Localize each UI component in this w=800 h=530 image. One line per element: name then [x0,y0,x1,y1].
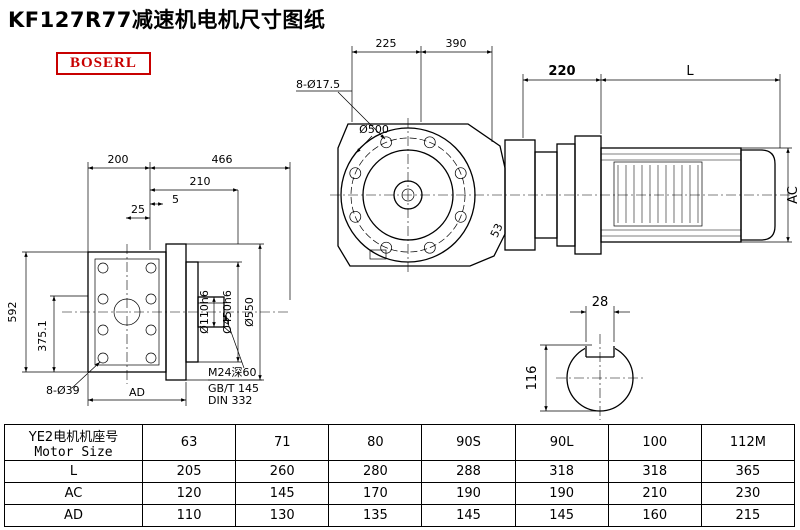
front-view: 225 390 8-Ø17.5 Ø500 53 [296,37,506,274]
table-cell: 230 [700,482,796,505]
table-header-size: 112M [700,424,796,461]
bolt-circle [350,137,466,253]
stator-section [613,161,703,227]
table-cell: 190 [421,482,516,505]
thread-note-label: M24深60 [208,366,257,379]
table-row-label: AC [4,482,143,505]
stator-hatch [617,165,699,223]
table-cell: 365 [700,460,796,483]
table-cell: 160 [607,504,702,527]
key-width-label: 28 [592,295,609,310]
dim-5-label: 5 [172,193,179,206]
table-row-L: L 205 260 280 288 318 318 365 [4,460,796,483]
dim-L-label: L [686,64,694,79]
dim-390-label: 390 [446,37,467,50]
table-cell: 145 [421,504,516,527]
technical-drawing: 225 390 8-Ø17.5 Ø500 53 [6,37,800,420]
table-cell: 190 [514,482,609,505]
table-header-size: 90S [421,424,516,461]
table-row-AD: AD 110 130 135 145 145 160 215 [4,504,796,527]
dim-375-label: 375.1 [36,320,49,352]
motor-size-table: YE2电机机座号 Motor Size 63 71 80 90S 90L 100… [4,424,796,527]
table-cell: 110 [141,504,237,527]
dim-210-label: 210 [190,175,211,188]
dim-220-label: 220 [548,64,575,79]
table-cell: 145 [235,482,330,505]
dim-AD-label: AD [129,386,145,399]
table-cell: 120 [141,482,237,505]
table-cell: 130 [235,504,330,527]
table-row-AC: AC 120 145 170 190 190 210 230 [4,482,796,505]
bolt-callout-label: 8-Ø17.5 [296,78,340,91]
table-cell: 135 [328,504,423,527]
shaft-dia-label: Ø110h6 [198,290,211,334]
motor-size-label-cn: YE2电机机座号 [28,429,119,445]
shaft-section-view: 28 116 [525,295,644,420]
table-header-size: 63 [141,424,237,461]
dim-25-label: 25 [131,203,145,216]
table-row-label: L [4,460,143,483]
shaft-height-label: 116 [525,366,540,391]
table-cell: 318 [607,460,702,483]
table-cell: 288 [421,460,516,483]
dim-AC-label: AC [786,186,800,204]
table-cell: 260 [235,460,330,483]
side-view: 200 466 210 5 25 592 375.1 8-Ø39 AD [6,153,291,407]
table-header-size: 100 [607,424,702,461]
table-row-label: AD [4,504,143,527]
motor-size-label-en: Motor Size [34,444,113,460]
flange-dia-label: Ø500 [359,123,389,136]
dim-466-label: 466 [212,153,233,166]
table-header-row: YE2电机机座号 Motor Size 63 71 80 90S 90L 100… [4,424,796,461]
table-cell: 170 [328,482,423,505]
dim-53-label: 53 [488,221,506,239]
flange-dia-side-label: Ø550 [243,297,256,327]
table-cell: 318 [514,460,609,483]
motor-view: 220 L AC [504,64,800,255]
std-note1-label: GB/T 145 [208,382,259,395]
motor-fins [601,153,741,237]
oil-plug [369,249,387,260]
dim-592-label: 592 [6,302,19,323]
table-header-motor-size: YE2电机机座号 Motor Size [4,424,143,461]
dim-200-label: 200 [108,153,129,166]
brand-text: BOSERL [70,55,137,71]
side-bolt-holes [97,262,157,364]
table-header-size: 80 [328,424,423,461]
page-title: KF127R77减速机电机尺寸图纸 [8,8,326,32]
table-cell: 215 [700,504,796,527]
table-cell: 210 [607,482,702,505]
housing-outline [337,123,506,267]
table-header-size: 71 [235,424,330,461]
std-note2-label: DIN 332 [208,394,252,407]
table-cell: 205 [141,460,237,483]
fan-cover [740,149,776,241]
table-cell: 145 [514,504,609,527]
brand-logo: BOSERL [56,52,151,75]
table-header-size: 90L [514,424,609,461]
spigot-dia-label: Ø450h6 [221,290,234,334]
center-hole [401,188,415,202]
dim-225-label: 225 [376,37,397,50]
holes-callout-label: 8-Ø39 [46,384,80,397]
table-cell: 280 [328,460,423,483]
